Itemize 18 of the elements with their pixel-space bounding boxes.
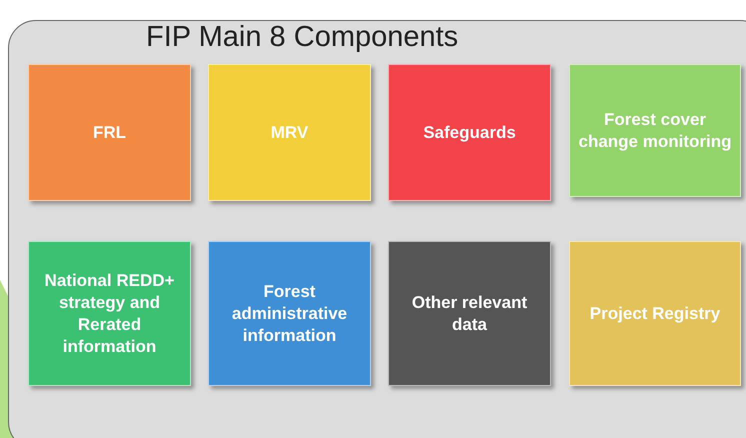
component-label: Project Registry (590, 302, 720, 324)
component-label: MRV (270, 122, 308, 144)
component-box (28, 241, 191, 386)
component-label: Forest cover change monitoring (578, 108, 732, 152)
component-box (208, 64, 371, 201)
component-box (569, 241, 741, 386)
component-label: Safeguards (423, 122, 516, 144)
component-box (388, 64, 551, 201)
panel (8, 20, 746, 438)
component-label: National REDD+ strategy and Rerated information (44, 270, 176, 358)
component-box (208, 241, 371, 386)
panel-title: FIP Main 8 Components (146, 20, 458, 55)
component-label: Other relevant data (410, 292, 528, 336)
component-label: FRL (92, 122, 126, 144)
component-box (569, 64, 741, 197)
component-label: Forest administrative information (230, 280, 348, 346)
component-box (388, 241, 551, 386)
component-box (28, 64, 191, 201)
